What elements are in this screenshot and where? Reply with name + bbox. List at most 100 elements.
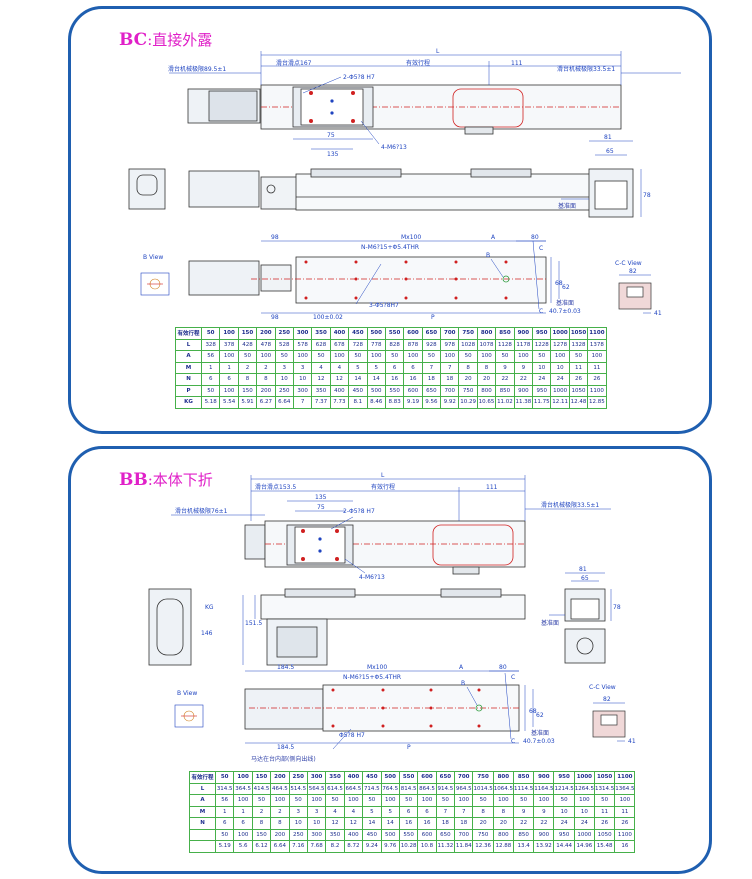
note-ref-face-2: 基准面 xyxy=(531,729,549,737)
spec-cell: 500 xyxy=(380,771,400,784)
technical-drawing: L 滑台滑点167 有效行程 111 滑台机械极限89.5±1 滑台机械极限33… xyxy=(128,48,681,321)
spec-cell: 9 xyxy=(495,361,515,374)
spec-cell: 6 xyxy=(233,817,253,830)
spec-cell: 450 xyxy=(348,327,368,340)
spec-cell: 16 xyxy=(384,373,405,386)
dim-65: 65 xyxy=(606,148,614,155)
spec-cell: 1014.5 xyxy=(472,782,494,795)
dim-stroke: 有效行程 xyxy=(371,483,395,491)
spec-cell: 18 xyxy=(454,817,474,830)
dim-184-5-bottom: 184.5 xyxy=(277,744,294,751)
dim-41: 41 xyxy=(654,310,662,317)
spec-cell: 150 xyxy=(237,327,258,340)
spec-cell: 100 xyxy=(454,794,474,807)
b-view-detail xyxy=(140,272,170,296)
spec-cell: 10 xyxy=(532,361,552,374)
spec-cell: 12.48 xyxy=(568,396,589,409)
spec-cell: 6.12 xyxy=(251,840,272,853)
spec-cell: 13.92 xyxy=(533,840,555,853)
spec-cell: 550 xyxy=(384,327,405,340)
spec-cell: 50 xyxy=(214,771,235,784)
spec-cell: 6 xyxy=(417,805,437,818)
label-B: B xyxy=(486,252,490,259)
spec-cell: 100 xyxy=(329,350,350,363)
spec-cell: 500 xyxy=(380,828,400,841)
spec-cell: 50 xyxy=(398,794,419,807)
spec-cell: 14 xyxy=(380,817,400,830)
spec-cell: 1 xyxy=(233,805,253,818)
spec-cell: 1214.5 xyxy=(553,782,575,795)
spec-cell: 50 xyxy=(435,794,456,807)
spec-cell: 3 xyxy=(306,805,327,818)
spec-cell: 8.72 xyxy=(343,840,364,853)
note-ref-face: 基准面 xyxy=(558,202,576,210)
spec-cell: 8 xyxy=(256,373,276,386)
spec-cell: 4 xyxy=(343,805,364,818)
spec-row-header: N xyxy=(175,373,202,386)
spec-cell: 100 xyxy=(366,350,386,363)
spec-cell: 1050 xyxy=(593,828,616,841)
spec-cell: 16 xyxy=(417,817,437,830)
spec-cell: 24 xyxy=(532,373,552,386)
spec-cell: 514.5 xyxy=(288,782,308,795)
spec-cell: 400 xyxy=(329,384,350,397)
mount-holes xyxy=(331,688,481,728)
spec-row-header: A xyxy=(175,350,202,363)
spec-cell: 50 xyxy=(458,350,478,363)
spec-cell: 778 xyxy=(366,338,386,351)
spec-cell: 11.38 xyxy=(513,396,534,409)
spec-cell: 550 xyxy=(398,771,419,784)
spec-cell: 9.19 xyxy=(403,396,423,409)
spec-cell: 50 xyxy=(348,350,368,363)
spec-cell: 13.4 xyxy=(512,840,535,853)
spec-cell: 20 xyxy=(476,373,497,386)
note-pin-holes: 2-Φ5?8 H7 xyxy=(343,508,375,515)
spec-cell: 7.68 xyxy=(306,840,327,853)
spec-cell: 8 xyxy=(476,361,497,374)
note-motor-inside: 马达在台内部(侧向出线) xyxy=(251,755,316,763)
model-title: :直接外露 xyxy=(147,31,213,49)
spec-cell: 26 xyxy=(587,373,607,386)
spec-cell: 250 xyxy=(288,828,308,841)
spec-cell: 8.83 xyxy=(384,396,405,409)
spec-cell: 650 xyxy=(421,327,442,340)
panel-title: BB:本体下折 xyxy=(119,469,213,490)
spec-cell: 11.02 xyxy=(495,396,515,409)
spec-cell: 100 xyxy=(219,384,239,397)
spec-cell: 150 xyxy=(251,828,272,841)
spec-cell: 100 xyxy=(256,350,276,363)
spec-cell: 900 xyxy=(533,771,555,784)
cc-view-detail xyxy=(592,710,626,738)
spec-cell: 22 xyxy=(512,817,535,830)
spec-cell: 1114.5 xyxy=(512,782,535,795)
spec-cell: 350 xyxy=(325,828,345,841)
note-ref-face-2: 基准面 xyxy=(556,299,574,307)
note-mechanical-limit-left: 滑台机械极限76±1 xyxy=(175,507,228,515)
spec-cell: 8.2 xyxy=(325,840,345,853)
spec-cell: 12.88 xyxy=(492,840,514,853)
spec-cell: 2 xyxy=(270,805,290,818)
dim-111: 111 xyxy=(511,60,523,67)
dim-81: 81 xyxy=(579,566,587,573)
spec-cell: 500 xyxy=(366,384,386,397)
spec-cell: 22 xyxy=(513,373,534,386)
spec-cell: 150 xyxy=(251,771,272,784)
spec-cell: 11.75 xyxy=(532,396,552,409)
spec-cell: 750 xyxy=(472,828,494,841)
spec-cell: 1 xyxy=(200,361,221,374)
dim-mx100: Mx100 xyxy=(367,664,387,671)
spec-cell: 1 xyxy=(219,361,239,374)
spec-cell: 2 xyxy=(251,805,272,818)
spec-cell: 20 xyxy=(492,817,514,830)
spec-cell: 50 xyxy=(200,327,221,340)
note-mechanical-limit-left: 滑台机械极限89.5±1 xyxy=(168,65,226,73)
spec-cell: 950 xyxy=(532,384,552,397)
spec-cell: 6 xyxy=(403,361,423,374)
cc-view-detail xyxy=(618,282,652,310)
label-cc-view: C-C View xyxy=(589,684,616,691)
spec-cell: 200 xyxy=(256,327,276,340)
dim-65: 65 xyxy=(581,575,589,582)
dim-pitch: 100±0.02 xyxy=(313,314,343,321)
